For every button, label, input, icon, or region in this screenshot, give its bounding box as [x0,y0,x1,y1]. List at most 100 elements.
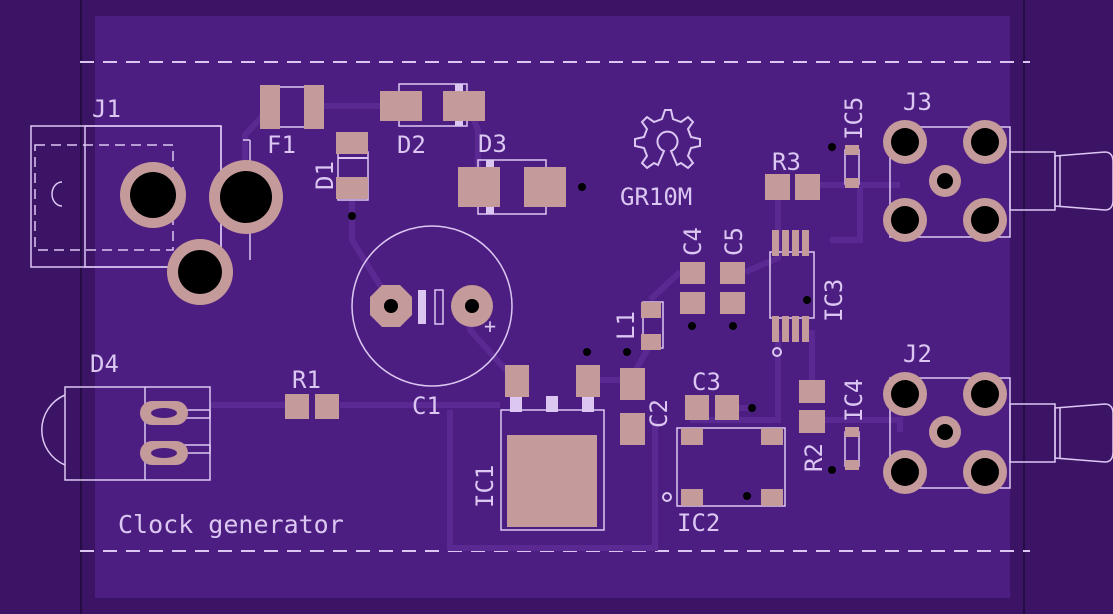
d4-outline [64,386,211,481]
ic2-pad [761,489,783,506]
c3-pad [685,395,709,420]
d4-label: D4 [90,350,119,378]
l1-inductor: L1 [612,301,664,350]
ic1-lead [510,396,522,412]
board-name: GR10M [620,183,692,211]
ic4-pad [845,427,859,437]
j3-connector: J3 [883,88,1113,242]
d1-label: D1 [311,161,339,190]
ic2-label: IC2 [677,509,720,537]
c4-label: C4 [679,227,707,256]
r2-label: R2 [800,443,828,472]
c4-pad [680,292,705,314]
ic3-pad [792,316,799,342]
ic2-outline [676,427,786,507]
r3-label: R3 [772,148,801,176]
ic3-pad [782,230,789,256]
r1-pad [285,394,309,419]
c1-capacitor: + C1 [351,225,513,420]
ic3-label: IC3 [820,279,848,322]
c1-hole [384,299,398,313]
ic5-dot [828,143,836,151]
j2-hole [891,458,919,486]
d3-pad [458,167,500,207]
c1-label: C1 [412,392,441,420]
ic1-pin1-dot [583,348,591,356]
r3-pad [765,174,790,200]
r2-resistor: R2 [799,380,828,472]
gear-outline [634,109,701,170]
c2-capacitor: C2 [620,348,673,445]
ic2-oscillator: IC2 [662,427,786,537]
j1-hole [130,172,176,218]
ic4-chip: IC4 [828,379,868,474]
j1-label: J1 [92,95,121,123]
j1-polarity-mark [51,181,63,207]
trace [830,185,863,243]
j2-label: J2 [903,340,932,368]
d4-hole [151,408,177,418]
ic3-pad [802,316,809,342]
ic5-label: IC5 [840,97,868,140]
ic4-dot [828,466,836,474]
j3-hole [971,206,999,234]
j3-label: J3 [903,88,932,116]
c2-pad [620,413,645,445]
d3-label: D3 [478,130,507,158]
c4-pad [680,262,705,284]
ic5-chip: IC5 [828,97,868,188]
ic3-dot [803,296,811,304]
l1-pad [641,302,661,318]
c4-dot [688,322,696,330]
ic4-label: IC4 [840,379,868,422]
j2-hole [971,380,999,408]
d4-led: D4 [41,350,211,481]
c2-dot [623,348,631,356]
ic1-pad [576,365,600,397]
r2-pad [799,380,825,403]
l1-pad [641,334,661,350]
c1-hole [465,299,479,313]
d3-pad [524,167,566,207]
c1-symbol [434,289,444,325]
d1-pin1-dot [348,212,356,220]
d2-label: D2 [397,131,426,159]
l1-label: L1 [612,311,640,340]
j3-hole [891,206,919,234]
j1-hole [220,171,272,223]
ic1-tab-pad [507,435,597,527]
j3-barrel [1054,151,1113,211]
ic3-pad [772,230,779,256]
c3-label: C3 [692,368,721,396]
ic2-pad [681,489,703,506]
j1-keepout [34,144,174,251]
d1-pad [336,132,368,154]
oshw-gear-logo-icon [634,109,701,170]
r3-pad [795,174,820,200]
ic2-pin1-mark [662,492,672,502]
d3-diode: D3 [458,130,586,215]
ic1-lead [582,396,594,412]
c3-dot [748,404,756,412]
trace [647,269,683,303]
j3-hole [971,128,999,156]
ic2-pad [681,428,703,445]
r2-pad [799,410,825,433]
ic3-pad [792,230,799,256]
j3-hole [891,128,919,156]
r1-resistor: R1 [285,366,339,419]
c5-capacitor: C5 [720,227,748,330]
f1-fuse: F1 [260,85,324,159]
ic3-pad [772,316,779,342]
c2-label: C2 [645,399,673,428]
trace [447,410,658,551]
ic5-pad [845,145,859,155]
j2-barrel [1054,403,1113,463]
ic1-label: IC1 [471,465,499,508]
d2-pad [380,91,422,121]
d4-hole [151,448,177,458]
j1-dc-jack: J1 [30,95,283,305]
c5-pad [720,292,745,314]
ic2-pad [761,428,783,445]
r1-label: R1 [292,366,321,394]
